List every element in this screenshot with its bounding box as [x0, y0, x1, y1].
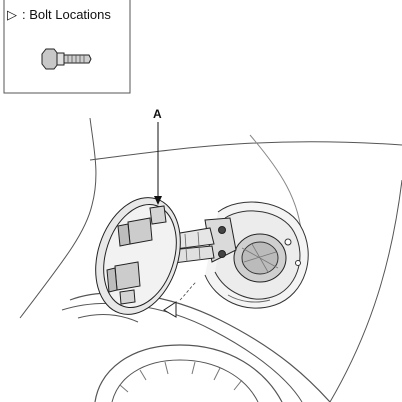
- fuel-cap-grip: [241, 243, 279, 273]
- tire-outline: [94, 344, 283, 402]
- legend-box: ▷ : Bolt Locations: [3, 0, 131, 94]
- hinge-bolt-lower: [218, 250, 226, 258]
- wheel-arch-inner: [61, 302, 303, 402]
- door-clip-upper: [127, 217, 153, 245]
- housing-screw-hole-lower: [295, 260, 301, 266]
- housing-lower-edge: [227, 294, 271, 303]
- hinge-bolt-upper: [218, 226, 226, 234]
- body-contour-left: [19, 117, 97, 319]
- door-clip-lower: [114, 261, 141, 291]
- body-crease-line: [89, 141, 402, 161]
- callout-a-label: A: [153, 107, 162, 121]
- tire-inner-rim: [111, 359, 259, 402]
- tire-tread: [119, 361, 243, 393]
- bolt-location-marker: [163, 281, 197, 318]
- body-contour-right: [329, 179, 402, 402]
- wheel-arch-edge: [77, 314, 139, 323]
- legend-border: [3, 0, 131, 94]
- door-clip-upper-side: [117, 223, 131, 247]
- door-tab-bottom: [119, 289, 136, 305]
- callout-a-arrowhead: [154, 196, 162, 205]
- housing-screw-hole-upper: [284, 238, 292, 246]
- marker-leader: [179, 281, 197, 301]
- bolt-icon: [41, 48, 92, 70]
- door-tab-top: [149, 205, 167, 225]
- door-clip-lower-side: [106, 267, 118, 293]
- legend-marker-icon: ▷: [7, 7, 17, 22]
- callout-a: A: [153, 107, 162, 205]
- fuel-filler-door: [95, 197, 181, 315]
- triangle-marker-icon: [163, 301, 177, 318]
- legend-label: : Bolt Locations: [22, 7, 111, 22]
